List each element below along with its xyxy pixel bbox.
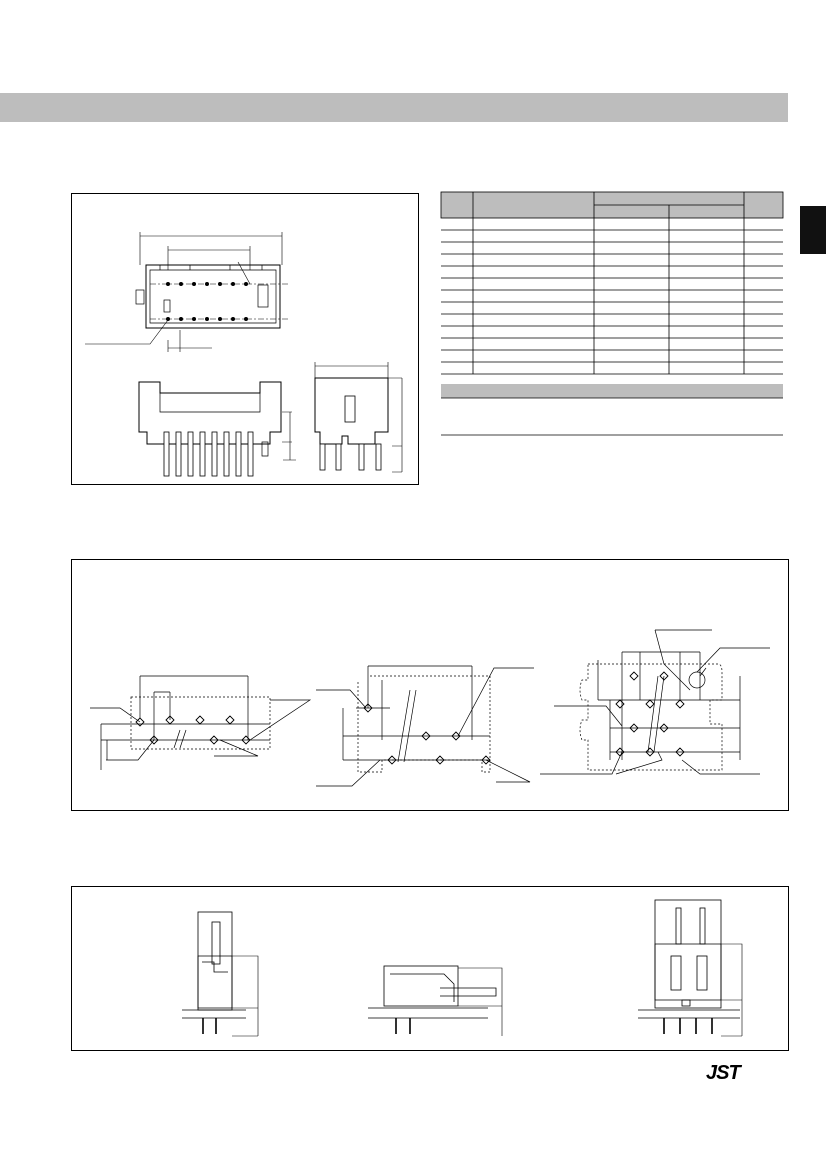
side-index-tab [800,206,826,254]
pcb-layout-panel [71,559,789,811]
dimension-drawing-panel [71,193,419,485]
mounting-views-panel [71,886,789,1051]
header-band [0,93,788,122]
jst-logo: JST [706,1062,741,1084]
